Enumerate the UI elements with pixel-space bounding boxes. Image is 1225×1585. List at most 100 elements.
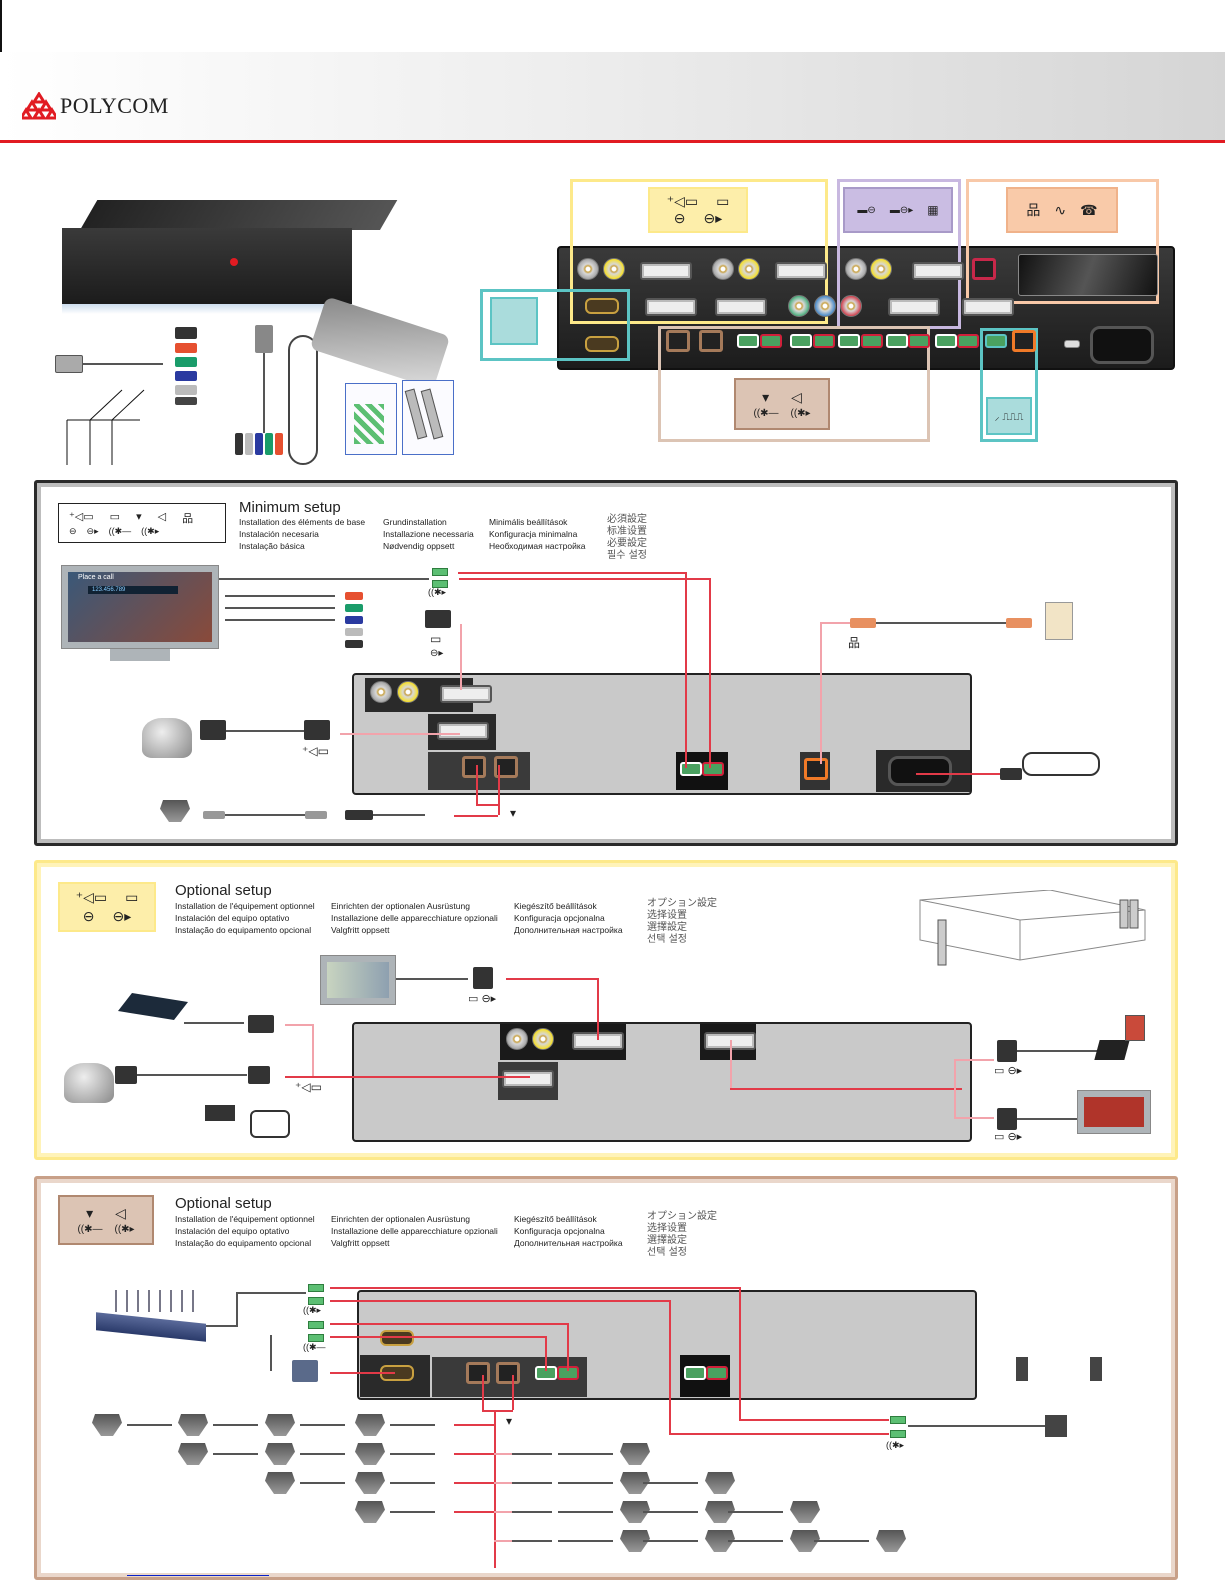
translation-column: Einrichten der optionalen Ausrüstung Ins… [331,900,498,936]
mic-cable [512,1482,552,1484]
dvi-breakout-cable [235,325,285,465]
wire [476,804,499,806]
vga-cable [1017,1050,1097,1052]
optional-audio-legend: ▾◁ ((✱—((✱▸ [58,1195,154,1245]
wire [454,1453,494,1455]
mic-cable [300,1424,345,1426]
bnc-port-green [788,295,810,317]
audio-terminal [702,762,724,776]
rack-mount-diagram [919,890,1146,966]
translation-text: Installation des éléments de base [239,517,366,527]
doc-camera-cable [184,1022,244,1024]
dvi-port [962,298,1014,316]
audio-terminal [680,762,702,776]
terminal-plug [308,1334,324,1342]
serial-port [380,1330,414,1346]
minimum-setup-title: Minimum setup [239,499,341,516]
mic-cable [300,1482,345,1484]
translation-text: Valgfritt oppsett [331,925,390,935]
screen-title: Place a call [78,574,114,581]
terminal-block-bag [345,383,397,455]
wire [494,1453,512,1455]
microphone-pod [265,1414,295,1436]
vga-cable [396,978,468,980]
optional-video-title: Optional setup [175,882,272,899]
mic-plug [305,811,327,819]
power-cord [288,335,318,465]
footer-link[interactable] [127,1575,269,1576]
wire [954,1059,994,1061]
terminal-plug [890,1416,906,1424]
translation-text: Instalación del equipo optativo [175,913,290,923]
wire [482,1375,484,1410]
bnc-port [712,258,734,280]
monitor-stand [110,649,170,661]
microphone-pod [620,1530,650,1552]
audio-terminal [861,334,883,348]
lan-port [804,758,828,780]
mic-adapter [345,810,373,820]
mic-cable [728,1540,783,1542]
translation-text: Konfiguracja minimalna [489,529,578,539]
camera-plug [248,1066,270,1084]
mic-cable [728,1511,783,1513]
wire [458,572,686,574]
translation-text: Installation de l'équipement optionnel [175,1214,315,1224]
wire [685,572,687,768]
speaker-left [1016,1357,1028,1381]
mic-cable [390,1424,435,1426]
mic-port [466,1362,490,1384]
wire [669,1300,671,1433]
power-plug [1000,768,1022,780]
rear-panel-optional-video [352,1022,972,1142]
optional-audio-title: Optional setup [175,1195,272,1212]
camera-input-icon: ⁺◁▭ [75,889,108,905]
monitor-out-icon: ▭ ⊖▸ [468,993,497,1005]
optional-video-legend: ⁺◁▭▭ ⊖⊖▸ [58,882,156,932]
microphone-pod [355,1472,385,1494]
mic-cable [213,1453,258,1455]
translation-text: Minimális beállítások [489,517,568,527]
mic-cable [558,1511,613,1513]
video-in-icon: ⊖ [82,908,95,924]
camera-plug [200,720,226,740]
translation-text: 選擇設定 [647,922,687,933]
crop-mark [0,0,2,62]
dvi-port [888,298,940,316]
dvi-port [715,298,767,316]
wire [730,1040,732,1088]
translation-text: Дополнительная настройка [514,1238,623,1248]
bnc-port [532,1028,554,1050]
audio-in-icon: ((✱— [108,525,132,536]
bnc-port [577,258,599,280]
video-out-icon: ⊖▸ [430,648,444,659]
bnc-port [506,1028,528,1050]
bnc-port-blue [814,295,836,317]
terminal-plug [432,568,448,576]
audio-terminal [935,334,957,348]
wire [954,1059,956,1117]
mic-cable [127,1424,172,1426]
content-monitor [1077,1090,1151,1134]
serial-port [585,336,619,352]
video-out-icon: ⊖▸ [112,908,132,924]
translation-column: Installation de l'équipement optionnel I… [175,1213,315,1249]
audio-out-icon: ((✱▸ [790,408,811,419]
optional-audio-setup-section [34,1176,1178,1580]
lan-port [1012,330,1036,352]
power-cord [250,1110,290,1138]
microphone-pod [790,1501,820,1523]
translation-text: Instalação do equipamento opcional [175,1238,312,1248]
microphone-pod [355,1414,385,1436]
wire [454,815,498,817]
bnc-port [870,258,892,280]
mic-cable [558,1482,613,1484]
terminal-plug [308,1297,324,1305]
wire [312,1024,314,1076]
wire [494,1482,512,1484]
translation-text: 标准设置 [607,526,647,537]
video-out-icon: ⊖▸ [86,525,99,536]
monitor-out-icon: ▭ ⊖▸ [994,1065,1023,1077]
mic-cable [512,1540,552,1542]
network-icon: 品 [848,636,861,650]
